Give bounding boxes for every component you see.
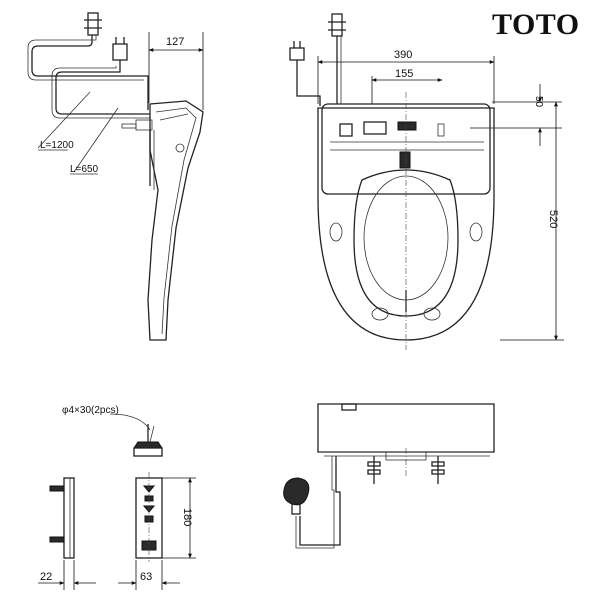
cable-length-long: L=1200 [40,140,74,151]
rear-view [283,403,495,549]
length-dimension: 520 [547,210,559,228]
drain-fitting [431,456,445,484]
water-inlet-fitting [367,456,381,484]
plate-width-dimension: 63 [140,571,152,583]
screw-spec: φ4×30(2pcs) [62,405,119,416]
rear-body [317,403,495,453]
mounting-hardware: φ4×30(2pcs) 180 [38,405,196,590]
mounting-plate-front [135,472,163,562]
hinge-icon [175,143,185,153]
nozzle-icon [399,151,411,169]
offset-dimension: 50 [533,96,544,108]
depth-dimension: 127 [166,36,184,48]
seat-opening [353,169,459,317]
power-plug-icon [283,477,310,515]
mounting-plate-side [49,477,75,559]
side-view: L=1200 L=650 127 [27,12,204,341]
top-view: 390 155 50 520 [289,13,564,350]
plate-depth-dimension: 22 [40,571,52,583]
water-hose [31,35,149,110]
center-dimension: 155 [395,68,413,80]
plate-height-dimension: 180 [181,508,193,526]
power-cable [55,66,150,115]
water-connector-icon [84,12,102,36]
cable-length-short: L=650 [70,164,99,175]
anchor-bolt-icon [133,424,163,457]
control-module-icon [339,123,353,137]
power-plug-icon [289,41,321,106]
seat-side-profile [147,100,204,341]
power-plug-icon [112,37,128,66]
water-connector-icon [328,13,346,104]
toto-logo: TOTO [492,8,580,41]
width-dimension: 390 [394,49,412,61]
